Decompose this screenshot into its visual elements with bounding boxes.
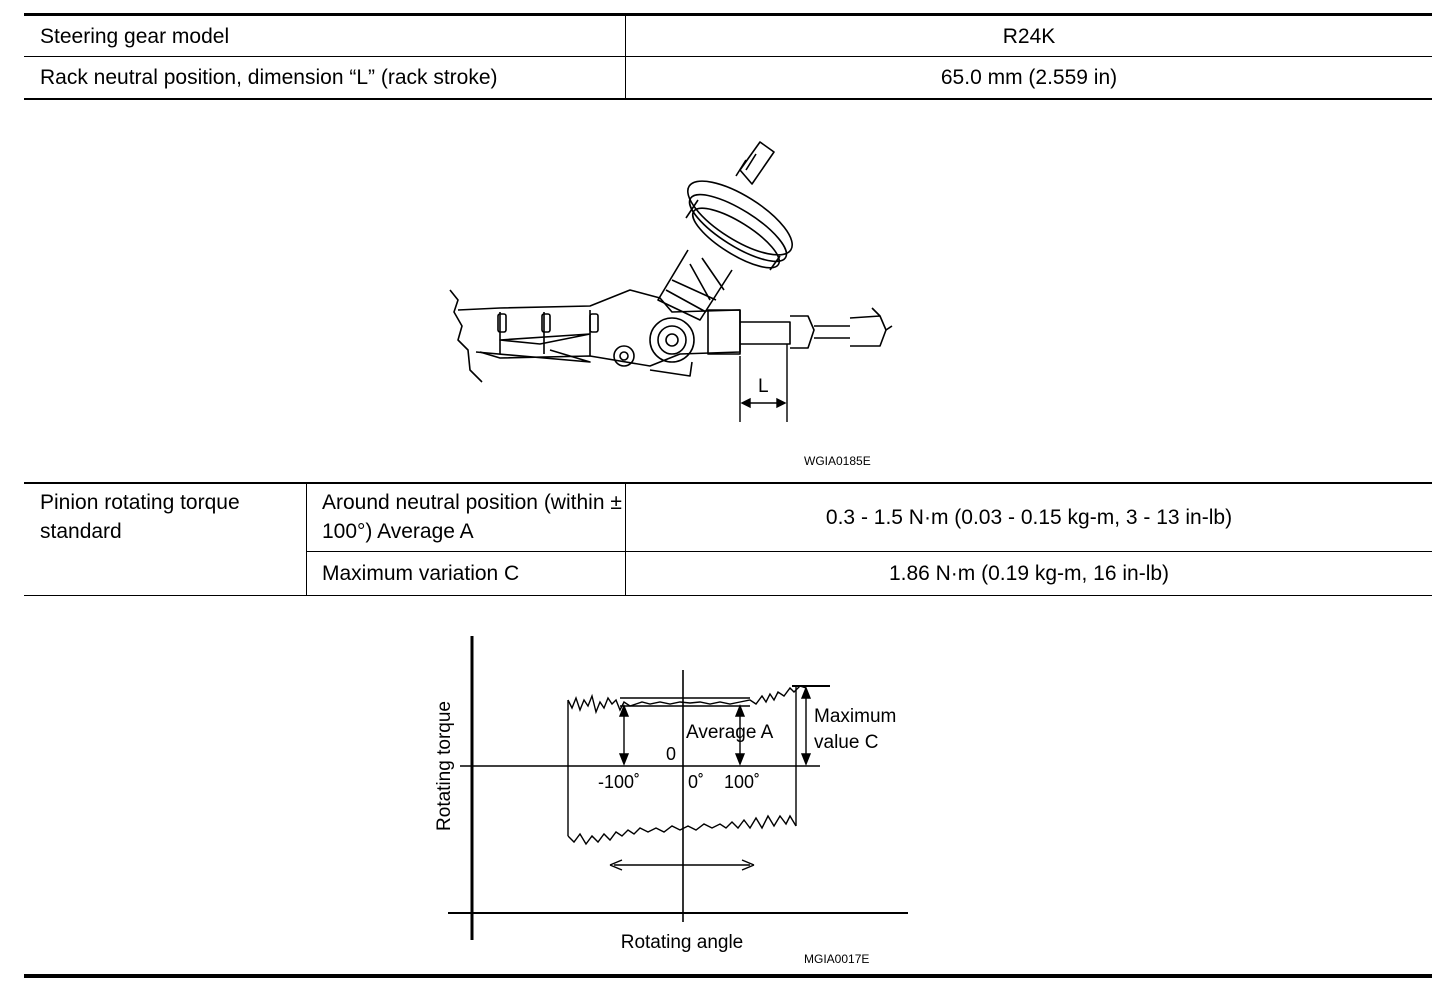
table2-row1-value: 0.3 - 1.5 N·m (0.03 - 0.15 kg-m, 3 - 13 … xyxy=(825,505,1233,529)
rack-tube-end xyxy=(707,309,741,355)
mount-boss xyxy=(613,345,635,367)
table2-column-divider-2 xyxy=(625,483,626,596)
pinion-housing xyxy=(657,249,733,321)
table2-row-divider-right xyxy=(306,551,1432,552)
steering-gear-illustration: L xyxy=(449,141,893,422)
table1-row-divider xyxy=(24,56,1432,57)
pinion-nut xyxy=(649,317,695,363)
pinion-shaft xyxy=(739,141,775,185)
dust-boot xyxy=(686,180,794,256)
tick-0: 0˚ xyxy=(688,772,704,792)
maximum-label-line2: value C xyxy=(814,732,878,753)
torque-diagram: Rotating torque Rotating angle 0 Average… xyxy=(434,636,908,953)
table2-row1-condition: Around neutral position (within ± 100°) … xyxy=(322,491,622,543)
figure1-code: WGIA0185E xyxy=(804,454,871,468)
dimension-l-label: L xyxy=(758,376,769,397)
maximum-label-line1: Maximum xyxy=(814,706,896,727)
table2-top-rule xyxy=(24,482,1432,484)
table2-row2-value: 1.86 N·m (0.19 kg-m, 16 in-lb) xyxy=(888,561,1170,585)
figure2-code: MGIA0017E xyxy=(804,952,870,966)
lower-torque-trace xyxy=(567,814,797,846)
table2-row2-condition: Maximum variation C xyxy=(322,561,520,585)
table1-row2-label: Rack neutral position, dimension “L” (ra… xyxy=(40,66,498,89)
table1-column-divider xyxy=(625,15,626,100)
table2-bottom-rule xyxy=(24,595,1432,596)
tick-minus100: -100˚ xyxy=(598,772,640,792)
origin-label: 0 xyxy=(666,744,676,764)
table1-row1-label: Steering gear model xyxy=(40,24,230,48)
y-axis-label: Rotating torque xyxy=(434,701,455,831)
table1-row1-value: R24K xyxy=(1002,24,1056,48)
table1-bottom-rule xyxy=(24,98,1432,100)
tick-100: 100˚ xyxy=(724,772,760,792)
average-a-label: Average A xyxy=(686,722,774,743)
table2-column-divider-1 xyxy=(306,483,307,596)
table1-row2-value: 65.0 mm (2.559 in) xyxy=(940,66,1118,89)
page-bottom-rule xyxy=(24,974,1432,978)
upper-torque-trace xyxy=(567,685,807,715)
table1-top-rule xyxy=(24,13,1432,16)
x-axis-label: Rotating angle xyxy=(621,932,744,953)
table2-group-label: Pinion rotating torque standard xyxy=(40,491,240,543)
